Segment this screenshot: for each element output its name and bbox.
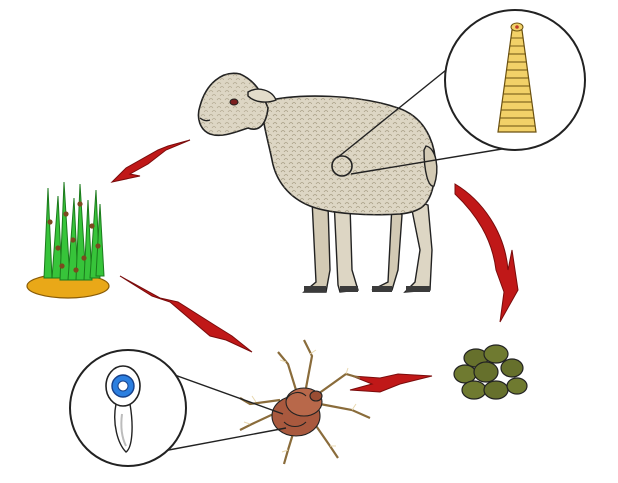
focus-circle-sheep	[331, 155, 353, 177]
sheep-eye	[229, 98, 239, 106]
arrow-sheep-to-eggs	[454, 183, 519, 323]
connector-line	[336, 61, 457, 159]
grass-with-eggs	[26, 181, 110, 299]
larva-inset	[69, 349, 187, 467]
sheep	[197, 72, 438, 293]
tapeworm-inset	[444, 9, 586, 151]
connector-line	[171, 373, 284, 415]
connector-line	[157, 427, 287, 453]
connector-line	[350, 147, 509, 175]
arrow-grass-to-sheep	[110, 139, 191, 183]
cysticercoid-larva	[105, 365, 141, 453]
egg-cluster	[453, 344, 528, 400]
oribatid-mite	[239, 339, 371, 465]
arrow-mite-to-grass	[119, 275, 253, 353]
arrow-eggs-to-mite	[349, 373, 433, 393]
tapeworm	[497, 22, 537, 133]
